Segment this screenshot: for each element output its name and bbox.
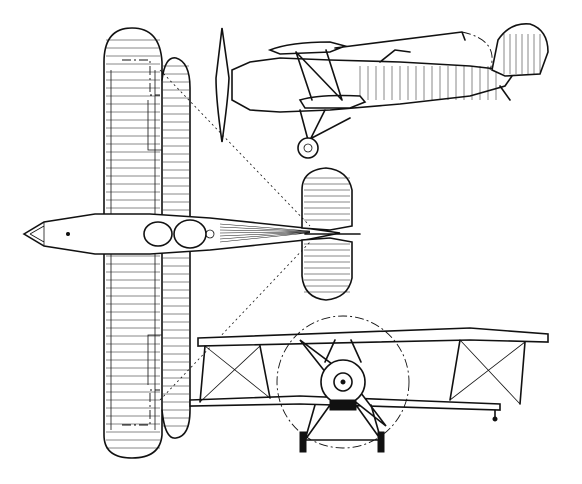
fuselage-stringers (219, 223, 311, 243)
fuselage-stringer (219, 223, 311, 232)
front-radiator (329, 399, 357, 411)
brace-line-top (159, 69, 311, 227)
side-view (215, 23, 549, 159)
side-landing-gear (299, 109, 351, 141)
side-tail-skid (499, 85, 511, 101)
aileron-outline-top (122, 59, 160, 96)
side-turtledeck-arc (461, 31, 493, 71)
front-landing-gear (304, 404, 382, 441)
front-propeller-arc (276, 315, 410, 449)
fuselage-stringer (219, 232, 311, 240)
fuselage-stringer (219, 231, 311, 234)
side-wheel (297, 137, 319, 159)
plan-view (22, 27, 361, 459)
tailplane-upper (301, 167, 353, 231)
lower-wing-ribs (163, 65, 189, 427)
side-propeller (215, 27, 230, 143)
brace-line-bottom (159, 241, 311, 401)
tailplane-lower (301, 237, 353, 301)
front-bracing-wires (199, 339, 526, 405)
aileron-hinge-top (147, 100, 162, 151)
side-upper-wing (267, 41, 348, 55)
side-interplane-struts (295, 49, 343, 101)
rear-cockpit-ring (173, 219, 207, 249)
side-fin-ribs (503, 34, 541, 74)
side-lower-wing (298, 94, 367, 109)
front-cockpit (143, 221, 173, 247)
side-turtledeck (334, 31, 466, 49)
fuselage-stringer (219, 229, 311, 232)
fuselage-stringer (219, 226, 311, 232)
side-fuselage (231, 57, 514, 113)
gun-mount (205, 229, 215, 239)
side-gun (379, 49, 411, 63)
front-interplane-struts (199, 339, 526, 405)
front-wheel-right (377, 431, 385, 453)
upper-wing-ribs (106, 39, 160, 449)
side-tail-fin (491, 23, 549, 77)
fuselage-stringer (219, 232, 311, 243)
front-wheel-left (299, 431, 307, 453)
front-upper-wing (197, 327, 549, 347)
plan-tailplane (301, 167, 361, 301)
side-wheel-hub (303, 143, 313, 153)
tailplane-ribs (304, 177, 350, 293)
front-hub (340, 379, 346, 385)
aileron-outline-bottom (122, 389, 160, 426)
aileron-hinge-bottom (147, 334, 162, 385)
front-view (189, 315, 549, 453)
front-tip-skid-end (492, 416, 498, 422)
plan-fuselage (22, 213, 341, 255)
fuselage-stringer (219, 231, 311, 237)
spinner-lines (29, 225, 45, 243)
side-fuselage-stringers (359, 66, 497, 100)
front-cabane-struts (324, 339, 362, 363)
fuel-cap (66, 232, 70, 236)
